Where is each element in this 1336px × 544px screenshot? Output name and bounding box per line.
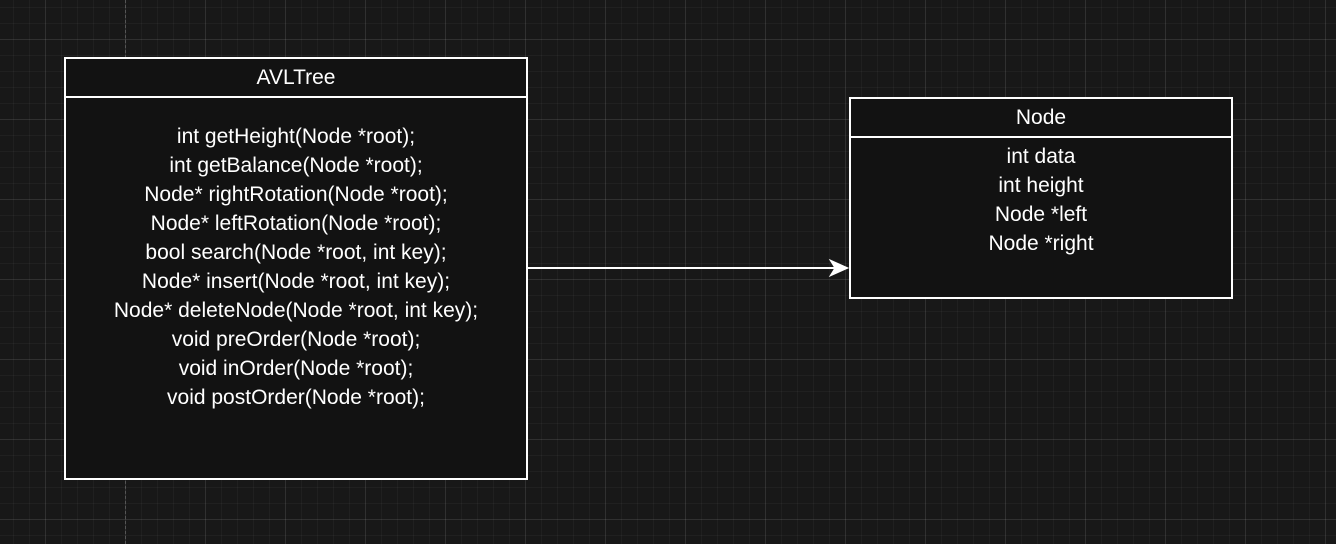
avltree-member: void preOrder(Node *root); — [171, 328, 421, 351]
avltree-member: Node* rightRotation(Node *root); — [144, 183, 448, 206]
avltree-class-name: AVLTree — [66, 59, 526, 98]
node-member: Node *right — [988, 232, 1094, 255]
avltree-members: int getHeight(Node *root); int getBalanc… — [66, 98, 526, 412]
avltree-member: Node* insert(Node *root, int key); — [141, 270, 451, 293]
arrowhead-icon — [828, 258, 850, 278]
avltree-member: Node* leftRotation(Node *root); — [150, 212, 442, 235]
avltree-member: int getBalance(Node *root); — [169, 154, 423, 177]
node-member: int data — [1006, 145, 1076, 168]
node-class-box[interactable]: Node int data int height Node *left Node… — [849, 97, 1233, 299]
node-class-name: Node — [851, 99, 1231, 138]
avltree-member: void postOrder(Node *root); — [167, 386, 425, 409]
avltree-class-box[interactable]: AVLTree int getHeight(Node *root); int g… — [64, 57, 528, 480]
avltree-member: Node* deleteNode(Node *root, int key); — [113, 299, 479, 322]
node-member: int height — [998, 174, 1084, 197]
node-member: Node *left — [994, 203, 1088, 226]
node-members: int data int height Node *left Node *rig… — [851, 138, 1231, 258]
avltree-member: bool search(Node *root, int key); — [145, 241, 447, 264]
avltree-member: int getHeight(Node *root); — [176, 125, 416, 148]
avltree-member: void inOrder(Node *root); — [178, 357, 414, 380]
